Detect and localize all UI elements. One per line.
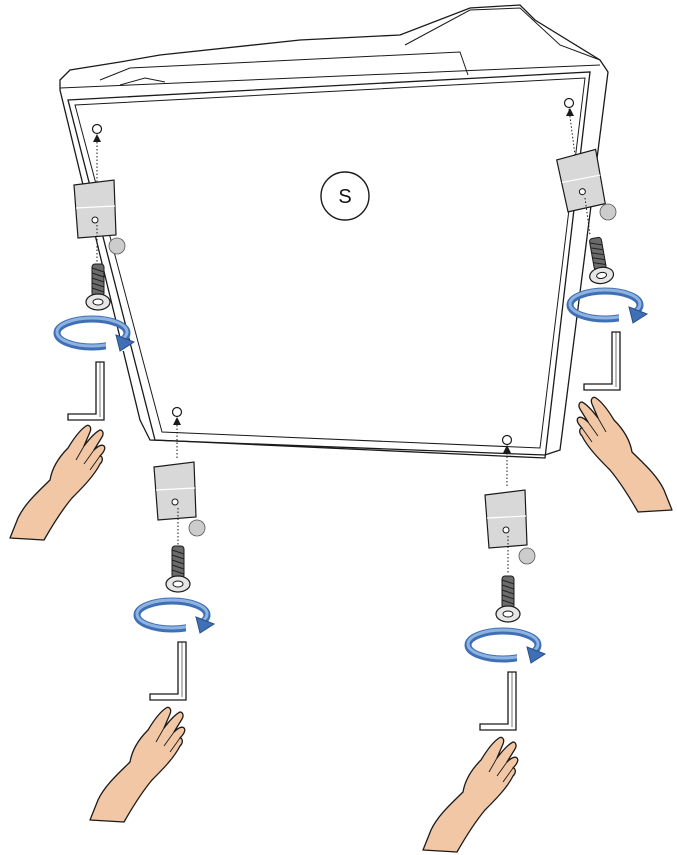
mount-hole <box>503 436 512 445</box>
screw-icon <box>496 576 520 622</box>
rotate-arrow-icon <box>468 630 545 663</box>
assembly-bottom-right <box>423 436 545 853</box>
hex-key-icon <box>480 672 516 730</box>
assembly-top-right <box>556 99 672 513</box>
bracket-icon <box>154 462 196 520</box>
washer-icon <box>109 238 125 254</box>
washer-icon <box>519 548 535 564</box>
hand-icon <box>10 425 105 540</box>
washer-icon <box>189 520 205 536</box>
washer-icon <box>600 204 616 220</box>
svg-text:S: S <box>338 186 351 208</box>
hand-icon <box>423 737 518 852</box>
hex-key-icon <box>68 362 104 420</box>
bracket-icon <box>74 180 116 238</box>
mount-hole <box>565 99 574 108</box>
rotate-arrow-icon <box>570 290 647 323</box>
panel-label: S <box>321 172 369 220</box>
assembly-bottom-left <box>90 408 214 823</box>
rotate-arrow-icon <box>137 600 214 633</box>
panel-frame <box>60 5 608 458</box>
hex-key-icon <box>150 642 186 700</box>
screw-icon <box>583 236 615 285</box>
hand-icon <box>577 397 672 512</box>
hex-key-icon <box>584 332 620 390</box>
mount-hole <box>173 408 182 417</box>
mount-hole <box>93 125 102 134</box>
bracket-icon <box>485 490 527 548</box>
hand-icon <box>90 707 185 822</box>
screw-icon <box>166 546 190 592</box>
